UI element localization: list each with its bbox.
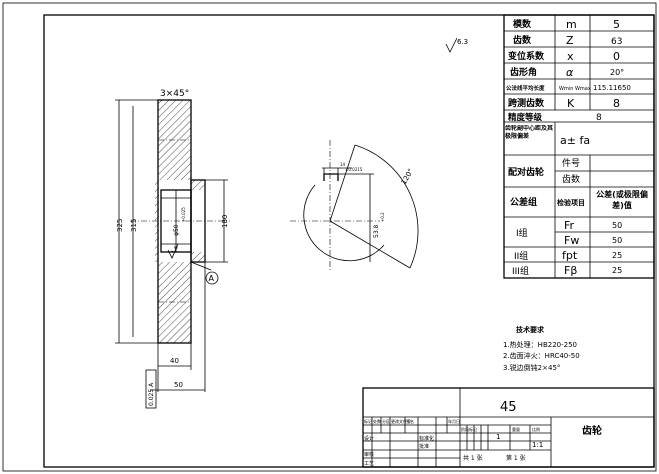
hdr-zone: 分区 [382,418,390,424]
side-view-circle [303,184,385,262]
label-check-item: 检验项目 [557,198,585,207]
tol-symbol-fb: Fβ [564,264,577,277]
row-process: 工艺 [364,461,374,467]
tol-symbol-fw: Fw [564,234,579,247]
scale-label: 比例 [532,426,540,432]
tol-value-fw: 50 [612,236,622,245]
scale: 1:1 [532,441,543,449]
row-review: 审核 [364,451,374,458]
hdr-mark: 标记 [364,418,372,424]
gear-front-section: 3×45° 325 315 φ50 +0.025 180 1.6 A 40 50 [115,89,230,409]
sheet-total: 共 1 张 [463,454,483,462]
row-approve: 批准 [419,443,429,450]
value-precision: 8 [596,113,602,123]
tech-req-item-2: 2.齿面淬火：HRC40-50 [503,351,580,360]
label-span-teeth: 跨测齿数 [508,97,545,109]
dim-outer-diameter: 325 [116,219,124,232]
dim-bore-tolerance: +0.025 [181,207,186,222]
symbol-center-distance: a± fa [560,134,590,147]
tol-symbol-fr: Fr [564,219,575,232]
chamfer-label: 3×45° [160,89,189,99]
dim-bore-diameter: φ50 [173,224,180,236]
value-module: 5 [613,18,620,31]
title-block: 45 齿轮 标记 处数 分区 更改文件号 签名 年月日 设计 审核 工艺 标准化… [362,387,655,468]
stage-label: 阶段标记 [461,426,477,432]
keyway-depth: 53.8 [373,224,380,238]
symbol-shift: x [567,50,574,63]
label-mating-gear: 配对齿轮 [508,166,544,178]
sheet-number: 第 1 张 [506,454,526,462]
keyway-depth-tolerance: +0.2 [380,212,385,222]
roughness-symbol [167,243,179,259]
label-shift: 变位系数 [508,50,545,62]
dim-hub-length: 50 [174,381,183,389]
label-tol-group: 公差组 [510,196,537,208]
tol-symbol-fpt: fpt [562,249,578,262]
value-teeth: 63 [611,37,622,47]
tech-req-item-1: 1.热处理：HB220-250 [503,340,577,349]
datum-label: A [209,274,215,283]
symbol-teeth: Z [566,34,574,47]
value-base-tangent: 115.11650 [593,84,631,92]
hdr-change-doc: 更改文件号 [391,418,411,424]
runout-frame-text: 0.025 A [148,382,155,406]
label-pressure-angle: 齿形角 [510,66,537,78]
general-roughness: 6.3 [445,37,468,53]
general-roughness-value: 6.3 [457,38,468,46]
params-table: 模数 m 5 齿数 Z 63 变位系数 x 0 齿形角 α 20° 公法线平均长… [503,14,655,279]
angle-arc [354,144,419,269]
dim-hub-diameter: 180 [221,215,229,228]
label-center-distance: 齿轮副中心距及其极限偏差 [505,125,553,140]
runout-frame [145,369,157,409]
quantity: 1 [496,433,500,441]
label-base-tangent: 公法线平均长度 [506,84,545,92]
tol-value-fb: 25 [612,266,622,275]
row-design: 设计 [364,435,374,442]
symbol-pressure-angle: α [566,66,574,79]
technical-requirements: 技术要求 1.热处理：HB220-250 2.齿面淬火：HRC40-50 3.锐… [503,325,580,372]
tech-req-item-3: 3.锐边倒钝2×45° [503,363,560,372]
keyway-tolerance: ±0.0215 [345,167,363,172]
keyway-width: 14 [340,162,346,167]
value-shift: 0 [613,50,620,63]
hdr-count: 处数 [373,418,381,424]
dim-root-diameter: 315 [130,219,138,232]
label-module: 模数 [513,18,532,30]
tech-req-title: 技术要求 [516,325,545,334]
gear-side-view: 14 ±0.0215 53.8 +0.2 120° [290,140,419,270]
label-precision: 精度等级 [508,112,543,123]
value-span-teeth: 8 [613,97,620,110]
symbol-span-teeth: K [567,97,575,110]
value-pressure-angle: 20° [610,68,624,77]
part-name: 齿轮 [582,424,602,437]
tol-group-3: III组 [512,265,529,277]
weight-label: 重量 [512,426,520,432]
hdr-date: 年月日 [448,418,460,424]
dim-face-width: 40 [170,357,179,365]
symbol-base-tangent: Wmin Wmax [559,86,591,92]
label-part-no: 件号 [562,157,580,169]
inner-frame [43,14,655,468]
label-mating-teeth: 齿数 [562,173,580,185]
label-teeth: 齿数 [513,34,532,46]
keyway [323,173,339,181]
tol-group-2: II组 [514,250,528,262]
angle-label: 120° [400,167,415,186]
tol-group-1: I组 [516,227,528,239]
row-standardize: 标准化 [419,435,434,442]
tol-value-fpt: 25 [612,251,622,260]
label-tol-value: 公差(或极限偏差)值 [596,190,648,210]
symbol-module: m [566,18,577,31]
tol-value-fr: 50 [612,221,622,230]
roughness-value: 1.6 [171,245,180,255]
datum-circle [205,271,219,285]
material: 45 [500,400,517,415]
hdr-sign: 签名 [406,418,414,424]
